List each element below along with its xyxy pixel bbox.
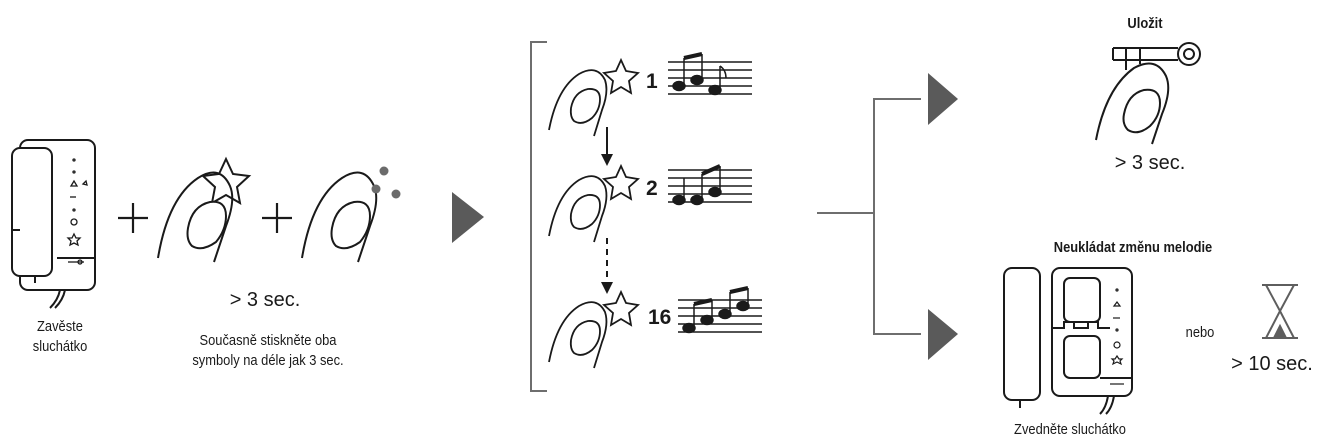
or-label: nebo bbox=[1185, 324, 1215, 341]
finger-press-star-icon bbox=[548, 163, 641, 243]
branch-connector bbox=[817, 98, 921, 335]
melody-number-1: 1 bbox=[646, 70, 658, 93]
discard-title: Neukládat změnu melodie bbox=[1053, 239, 1213, 256]
plus-icon bbox=[262, 203, 292, 233]
finger-press-dots-icon bbox=[301, 171, 378, 263]
next-step-arrow-icon bbox=[452, 192, 484, 243]
save-branch-arrow-icon bbox=[928, 73, 958, 125]
finger-press-star-icon bbox=[548, 289, 641, 369]
lift-handset-label: Zvedněte sluchátko bbox=[1014, 421, 1126, 438]
hourglass-icon bbox=[1262, 284, 1298, 339]
finger-press-key-icon bbox=[1095, 42, 1201, 145]
melody-number-2: 2 bbox=[646, 177, 658, 200]
melody-2-notes-icon bbox=[668, 164, 752, 206]
intercom-handset-icon bbox=[11, 139, 96, 309]
melody-16-notes-icon bbox=[678, 286, 762, 334]
melody-number-16: 16 bbox=[648, 306, 672, 329]
save-duration-label: > 3 sec. bbox=[1114, 152, 1186, 174]
timeout-label: > 10 sec. bbox=[1231, 353, 1313, 375]
discard-branch-arrow-icon bbox=[928, 309, 958, 360]
finger-press-star-icon bbox=[548, 57, 641, 137]
dots-icon bbox=[371, 166, 401, 199]
save-title: Uložit bbox=[1127, 15, 1163, 32]
press-duration-label: > 3 sec. bbox=[229, 289, 301, 311]
lifted-handset-icon bbox=[1003, 267, 1133, 415]
plus-icon bbox=[118, 203, 148, 233]
finger-press-star-icon bbox=[157, 156, 252, 263]
melody-list-bracket bbox=[530, 41, 547, 392]
melody-1-notes-icon bbox=[668, 52, 752, 96]
